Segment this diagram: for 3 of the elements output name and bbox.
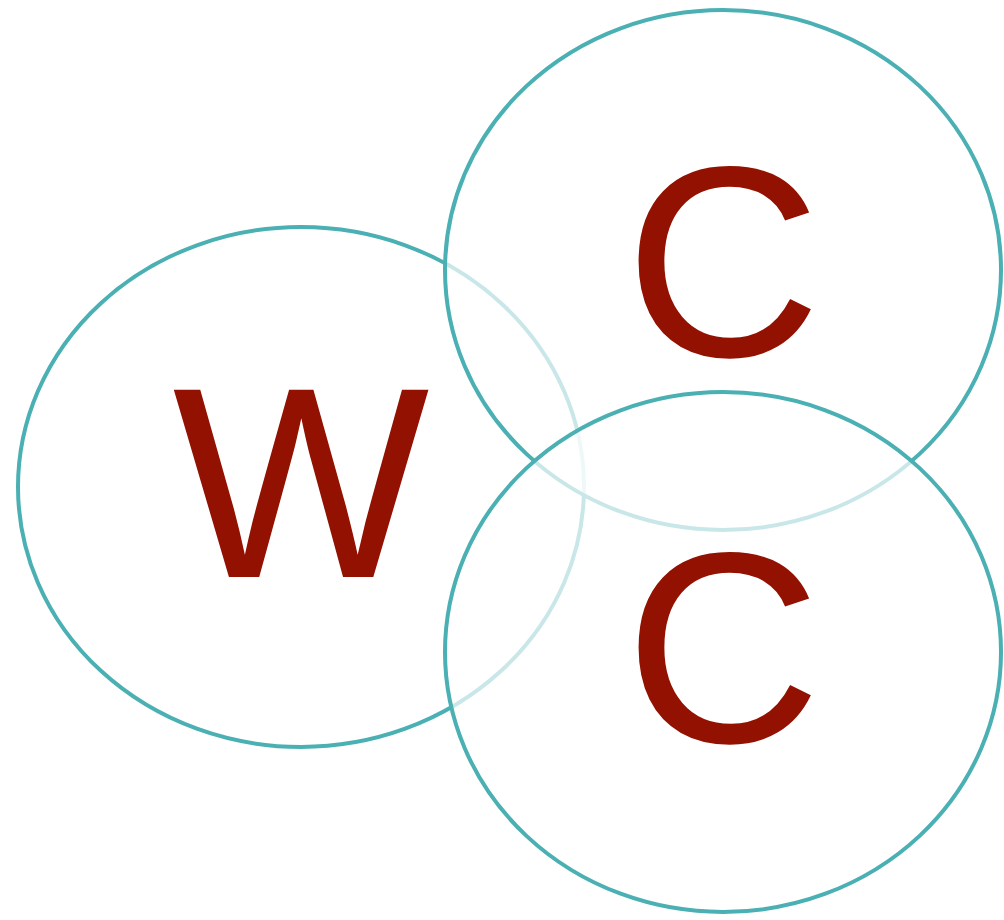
letter-label: C xyxy=(624,512,822,784)
letter-label: C xyxy=(624,126,822,398)
letter-label: W xyxy=(172,347,430,619)
